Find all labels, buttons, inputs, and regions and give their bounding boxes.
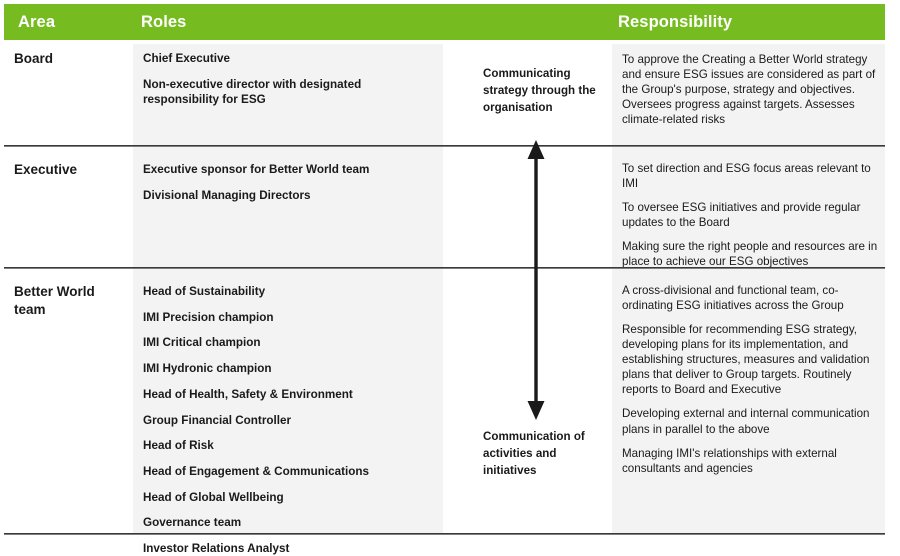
responsibility-item: To set direction and ESG focus areas rel… (622, 162, 871, 191)
communication-flow-column: Communicating strategy through the organ… (455, 44, 605, 533)
role-item: Head of Global Wellbeing (143, 490, 284, 504)
responsibility-item: Developing external and internal communi… (622, 407, 870, 436)
role-item: Governance team (143, 516, 242, 530)
responsibility-item: To approve the Creating a Better World s… (622, 53, 876, 127)
role-item: Chief Executive (143, 52, 231, 65)
table-row-area-better-world-team: Better World team (14, 284, 95, 317)
table-row-responsibility-better-world-team: A cross-divisional and functional team, … (622, 283, 880, 476)
responsibility-item: Responsible for recommending ESG strateg… (622, 323, 870, 397)
roles-column-background (133, 44, 443, 533)
role-item: Head of Risk (143, 439, 214, 453)
column-header-roles: Roles (141, 13, 187, 31)
responsibility-item: Making sure the right people and resourc… (622, 240, 878, 269)
role-item: Group Financial Controller (143, 413, 292, 427)
responsibility-item: Managing IMI's relationships with extern… (622, 446, 837, 475)
table-header-bar: Area Roles Responsibility (4, 4, 885, 40)
row-divider-right (612, 145, 885, 147)
responsibility-item: To oversee ESG initiatives and provide r… (622, 201, 861, 230)
table-row-roles-executive: Executive sponsor for Better World team … (143, 162, 438, 203)
role-item: Non-executive director with designated r… (143, 77, 362, 106)
row-divider-right (612, 267, 885, 269)
row-divider-left (4, 145, 775, 147)
role-item: Divisional Managing Directors (143, 188, 311, 202)
double-headed-vertical-arrow-icon (525, 140, 547, 420)
role-item: Executive sponsor for Better World team (143, 163, 370, 176)
column-header-area: Area (18, 13, 56, 31)
responsibility-item: A cross-divisional and functional team, … (622, 284, 844, 313)
role-item: IMI Precision champion (143, 310, 274, 324)
role-item: IMI Critical champion (143, 336, 261, 350)
table-row-responsibility-board: To approve the Creating a Better World s… (622, 52, 880, 127)
table-row-roles-better-world-team: Head of Sustainability IMI Precision cha… (143, 284, 438, 556)
flow-label-bottom: Communication of activities and initiati… (483, 430, 585, 477)
flow-label-top: Communicating strategy through the organ… (483, 67, 596, 114)
table-row-roles-board: Chief Executive Non-executive director w… (143, 51, 438, 107)
column-header-responsibility: Responsibility (618, 13, 733, 31)
table-bottom-border (4, 533, 885, 535)
role-item: IMI Hydronic champion (143, 362, 272, 376)
table-row-responsibility-executive: To set direction and ESG focus areas rel… (622, 161, 880, 269)
row-divider-left (4, 267, 775, 269)
role-item: Head of Engagement & Communications (143, 464, 369, 478)
responsibility-column-background (612, 44, 885, 533)
role-item: Head of Sustainability (143, 285, 266, 298)
table-row-area-board: Board (14, 51, 54, 66)
role-item: Head of Health, Safety & Environment (143, 387, 353, 401)
table-row-area-executive: Executive (14, 162, 78, 177)
